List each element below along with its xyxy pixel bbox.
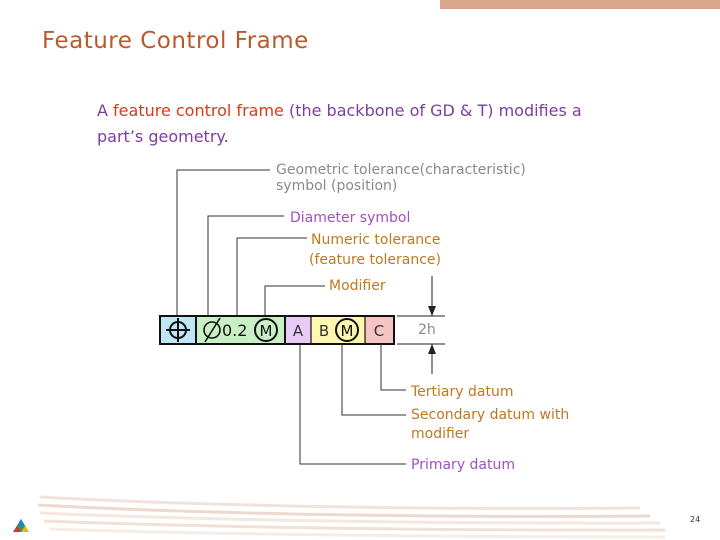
symbol-callout-line-2: symbol (position)	[276, 178, 397, 194]
page-number: 24	[690, 515, 701, 524]
datum-b: B	[319, 322, 329, 340]
secondary-callout-line-2: modifier	[411, 426, 469, 442]
datum-b-modifier-circle	[335, 318, 359, 342]
modifier-leader	[264, 285, 325, 317]
height-label: 2h	[418, 322, 436, 338]
symbol-callout-line-1: Geometric tolerance(characteristic)	[276, 162, 526, 178]
intro-line-2: part’s geometry.	[97, 127, 229, 146]
symbol-leader	[176, 169, 270, 317]
modifier-letter: M	[260, 322, 273, 340]
tolerance-value: 0.2	[222, 321, 247, 340]
diameter-icon	[203, 317, 221, 343]
diameter-leader	[207, 215, 284, 317]
datum-a: A	[293, 322, 304, 340]
tertiary-leader	[380, 344, 406, 391]
position-icon	[166, 318, 190, 342]
numeric-callout-line-1: Numeric tolerance	[311, 232, 440, 248]
logo-icon	[13, 519, 29, 532]
height-arrow-top	[428, 306, 436, 316]
secondary-callout-line-1: Secondary datum with	[411, 407, 569, 423]
modifier-callout: Modifier	[329, 278, 386, 294]
height-arrow-bottom	[428, 344, 436, 354]
modifier-circle	[254, 318, 278, 342]
cell-datum-c	[365, 316, 394, 344]
datum-b-modifier-letter: M	[341, 322, 354, 340]
cell-datum-b	[311, 316, 365, 344]
numeric-leader	[236, 237, 307, 317]
top-accent-bar	[440, 0, 720, 9]
top-leader-lines	[176, 169, 325, 317]
numeric-callout-line-2: (feature tolerance)	[309, 252, 441, 268]
intro-line-1: A feature control frame (the backbone of…	[97, 101, 582, 120]
primary-leader	[299, 344, 406, 465]
slide-title: Feature Control Frame	[42, 28, 309, 54]
diameter-callout: Diameter symbol	[290, 210, 410, 226]
frame-border	[159, 315, 395, 345]
primary-callout: Primary datum	[411, 457, 515, 473]
secondary-leader	[341, 344, 406, 416]
tertiary-callout: Tertiary datum	[410, 384, 513, 400]
bottom-leader-lines	[299, 344, 406, 465]
datum-c: C	[374, 322, 384, 340]
cell-datum-a	[285, 316, 311, 344]
